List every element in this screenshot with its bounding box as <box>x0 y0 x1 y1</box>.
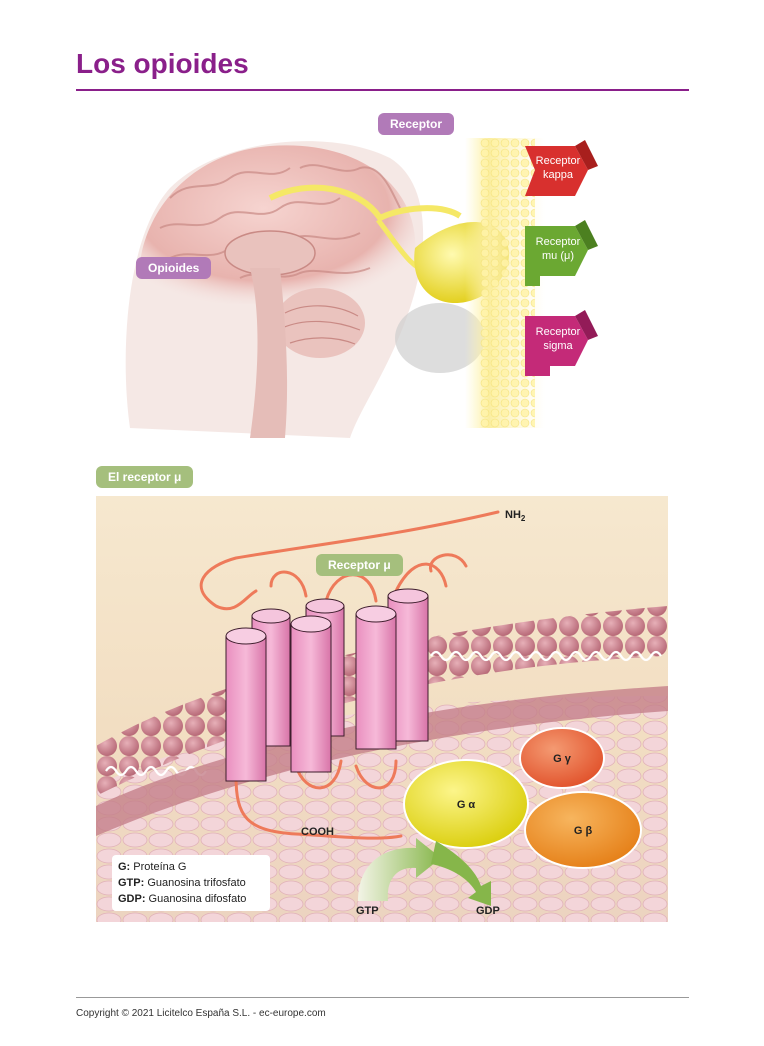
gdp-label: GDP <box>476 905 500 917</box>
receptor-sigma-label-2: sigma <box>543 340 573 352</box>
cooh-label: COOH <box>301 826 334 838</box>
mu-receptor-section-tag: El receptor μ <box>96 466 194 488</box>
opioides-tag: Opioides <box>136 257 212 279</box>
legend: G: Proteína G GTP: Guanosina trifosfato … <box>112 855 270 911</box>
page-title: Los opioides <box>76 48 249 79</box>
receptor-mu-label-1: Receptor <box>536 236 581 248</box>
legend-item: G: Proteína G <box>118 861 187 873</box>
brain-receptor-illustration: Receptor kappa Receptor mu (μ) Receptor … <box>125 138 598 438</box>
g-beta-label: G β <box>574 825 593 837</box>
mu-receptor-tag: Receptor μ <box>316 554 403 576</box>
g-alpha-label: G α <box>457 799 476 811</box>
legend-item: GTP: Guanosina trifosfato <box>118 877 246 889</box>
receptor-kappa-label-2: kappa <box>543 169 574 181</box>
nh2-label: NH2 <box>505 509 526 523</box>
receptor-tag: Receptor <box>378 113 455 135</box>
receptor-mu-label-2: mu (μ) <box>542 250 574 262</box>
receptor-kappa-label-1: Receptor <box>536 155 581 167</box>
title-divider <box>76 89 689 91</box>
gtp-label: GTP <box>356 905 379 917</box>
footer-divider <box>76 997 689 998</box>
legend-item: GDP: Guanosina difosfato <box>118 893 247 905</box>
g-gamma-label: G γ <box>553 753 572 765</box>
receptor-sigma-label-1: Receptor <box>536 326 581 338</box>
copyright-footer: Copyright © 2021 Licitelco España S.L. -… <box>76 1008 326 1019</box>
